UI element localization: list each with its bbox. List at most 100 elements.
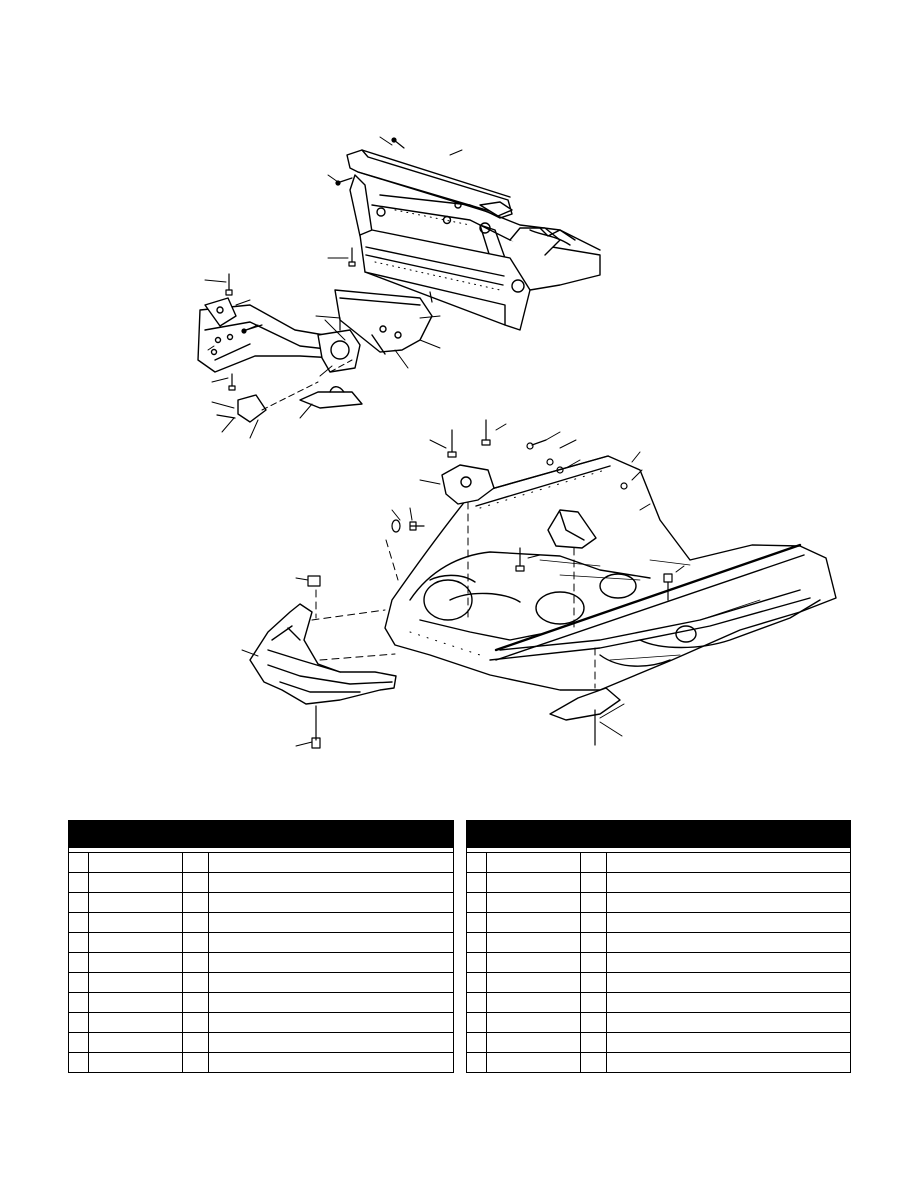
cell-qty: [182, 1032, 209, 1053]
cell-no: [68, 852, 89, 873]
bumper-absorber: [249, 603, 397, 705]
cell-desc: [208, 852, 454, 873]
cell-part: [486, 892, 581, 913]
lower-callout-leaders: [241, 423, 685, 747]
cell-part: [486, 992, 581, 1013]
table-row: [68, 892, 454, 913]
cell-no: [68, 1012, 89, 1033]
cell-part: [88, 852, 183, 873]
cell-desc: [606, 852, 851, 873]
cell-no: [466, 872, 487, 893]
cell-part: [88, 892, 183, 913]
table-spacer: [466, 847, 851, 853]
parts-table-right-body: [466, 852, 851, 1073]
cell-qty: [182, 872, 209, 893]
parts-table-left: [68, 820, 454, 1073]
fascia-left-bracket: [441, 464, 495, 505]
cell-no: [68, 912, 89, 933]
table-row: [466, 1032, 851, 1053]
parts-table-left-header: [68, 820, 454, 848]
cell-desc: [606, 912, 851, 933]
cell-desc: [606, 1012, 851, 1033]
cell-part: [88, 972, 183, 993]
parts-table-right: [466, 820, 851, 1073]
cell-desc: [606, 972, 851, 993]
table-row: [68, 1032, 454, 1053]
frame-crossmember-assembly: [346, 149, 601, 331]
cell-desc: [606, 1052, 851, 1073]
cell-part: [486, 932, 581, 953]
cell-qty: [182, 912, 209, 933]
cell-no: [466, 972, 487, 993]
cell-qty: [580, 992, 607, 1013]
cell-desc: [208, 952, 454, 973]
cell-part: [88, 1032, 183, 1053]
parts-table-left-body: [68, 852, 454, 1073]
table-row: [466, 892, 851, 913]
upper-callout-leaders: [204, 136, 463, 439]
table-row: [68, 872, 454, 893]
cell-qty: [580, 852, 607, 873]
cell-desc: [208, 972, 454, 993]
cell-no: [68, 1052, 89, 1073]
cell-desc: [606, 892, 851, 913]
cell-qty: [182, 1052, 209, 1073]
cell-qty: [580, 872, 607, 893]
cell-desc: [606, 952, 851, 973]
table-row: [68, 992, 454, 1013]
cell-desc: [606, 992, 851, 1013]
cell-part: [88, 992, 183, 1013]
cell-no: [466, 932, 487, 953]
cell-no: [466, 1052, 487, 1073]
cell-desc: [208, 1032, 454, 1053]
cell-no: [68, 1032, 89, 1053]
cell-part: [88, 952, 183, 973]
table-row: [68, 932, 454, 953]
cell-qty: [580, 1012, 607, 1033]
table-row: [68, 972, 454, 993]
cell-no: [68, 932, 89, 953]
table-row: [466, 992, 851, 1013]
cell-no: [466, 852, 487, 873]
cell-qty: [182, 892, 209, 913]
table-row: [68, 912, 454, 933]
cell-part: [486, 872, 581, 893]
cell-qty: [182, 992, 209, 1013]
cell-part: [88, 1052, 183, 1073]
cell-no: [466, 1012, 487, 1033]
cell-desc: [208, 992, 454, 1013]
upper-alignment-lines: [261, 359, 353, 411]
cell-part: [88, 872, 183, 893]
table-spacer: [68, 847, 454, 853]
cell-no: [466, 952, 487, 973]
cell-part: [88, 912, 183, 933]
cell-desc: [208, 1052, 454, 1073]
cell-part: [88, 1012, 183, 1033]
cell-no: [466, 1032, 487, 1053]
table-row: [466, 1012, 851, 1033]
front-fascia: [384, 455, 837, 691]
table-row: [466, 872, 851, 893]
table-row: [68, 852, 454, 873]
table-row: [466, 932, 851, 953]
cell-part: [88, 932, 183, 953]
cell-desc: [606, 872, 851, 893]
cell-qty: [580, 1052, 607, 1073]
table-row: [68, 952, 454, 973]
cell-qty: [182, 932, 209, 953]
cell-desc: [208, 892, 454, 913]
cell-no: [68, 952, 89, 973]
fascia-center-bracket: [547, 509, 597, 549]
cell-desc: [208, 872, 454, 893]
table-row: [466, 952, 851, 973]
exploded-parts-diagram: [197, 136, 837, 749]
cell-qty: [580, 1032, 607, 1053]
cell-desc: [208, 1012, 454, 1033]
table-row: [466, 912, 851, 933]
cell-part: [486, 952, 581, 973]
cell-desc: [606, 1032, 851, 1053]
cell-no: [466, 892, 487, 913]
cell-qty: [580, 932, 607, 953]
table-row: [466, 972, 851, 993]
cell-part: [486, 1012, 581, 1033]
